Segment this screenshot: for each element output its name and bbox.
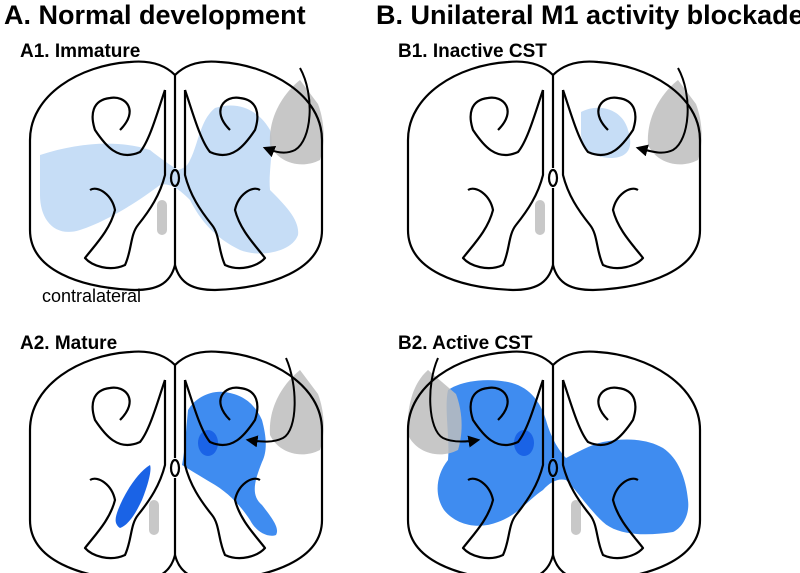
panel-a2-label: A2. Mature (20, 333, 117, 354)
cord-b2 (406, 350, 702, 573)
ventral-cst-area (571, 500, 581, 535)
immature-projection-area (40, 105, 299, 254)
immature-projection-area (581, 107, 631, 158)
cord-a2 (28, 350, 324, 573)
axon-arrow-icon (262, 67, 311, 158)
panel-a1-label: A1. Immature (20, 41, 140, 62)
dense-projection-area (514, 430, 534, 456)
panel-b2-label: B2. Active CST (398, 333, 533, 354)
cord-a1 (28, 60, 324, 292)
dorsal-cst-area (269, 370, 324, 455)
panel-a-title: A. Normal development (4, 0, 306, 30)
panel-b1-label: B1. Inactive CST (398, 41, 547, 62)
panel-b-title: B. Unilateral M1 activity blockade (376, 0, 800, 30)
axon-arrow-icon (635, 67, 689, 157)
contralateral-projection-area (115, 465, 151, 528)
ventral-cst-area (157, 200, 167, 235)
dense-projection-area (198, 430, 218, 456)
axon-arrow-icon (245, 357, 296, 448)
cord-b1 (406, 60, 702, 292)
mature-projection-area (182, 391, 278, 536)
axon-arrow-icon (429, 357, 481, 448)
contralateral-label: contralateral (42, 286, 141, 306)
ventral-cst-area (535, 200, 545, 235)
ventral-cst-area (149, 500, 159, 535)
